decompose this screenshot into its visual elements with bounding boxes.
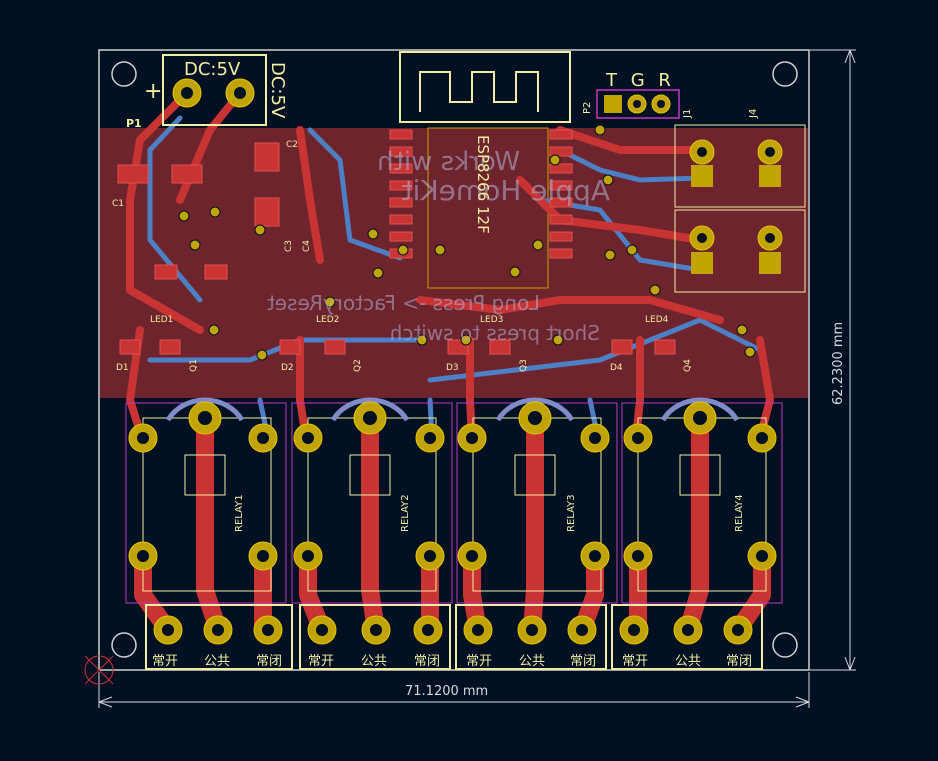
works-with-text: Works with xyxy=(377,147,520,177)
factory-reset-text: Long Press -> FactoryReset xyxy=(267,291,540,315)
t1-no: 常开 xyxy=(152,654,178,669)
t2-nc: 常闭 xyxy=(414,654,440,669)
serial-header-outline xyxy=(596,89,680,119)
t1-nc: 常闭 xyxy=(256,654,282,669)
d2-label: D2 xyxy=(281,363,294,373)
t4-no: 常开 xyxy=(622,654,648,669)
width-dimension-text: 71.1200 mm xyxy=(405,684,488,699)
relay-labels: RELAY1 RELAY2 RELAY3 RELAY4 xyxy=(234,494,745,532)
width-dimension xyxy=(98,672,810,708)
j4-outline xyxy=(674,124,806,293)
plus-sign: + xyxy=(144,79,162,104)
t4-nc: 常闭 xyxy=(726,654,752,669)
serial-ref-alt: J1 xyxy=(682,109,693,119)
t4-com: 公共 xyxy=(675,654,701,669)
relay2-label: RELAY2 xyxy=(400,494,411,532)
silkscreen-labels: DC:5V DC:5V P1 + T G R P2 J1 J4 C1 C2 C3… xyxy=(112,59,759,373)
origin-marker-icon xyxy=(84,655,114,685)
t3-no: 常开 xyxy=(466,654,492,669)
square-pads xyxy=(604,95,781,274)
height-dimension-text: 62.2300 mm xyxy=(831,322,846,405)
t3-nc: 常闭 xyxy=(570,654,596,669)
t1-com: 公共 xyxy=(204,654,230,669)
brand-text: Apple HomeKit xyxy=(402,174,610,207)
c4-label: C4 xyxy=(302,240,312,252)
smd-pads xyxy=(117,129,676,355)
led3-label: LED3 xyxy=(480,315,503,325)
mounting-holes xyxy=(111,61,798,658)
power-ref: P1 xyxy=(126,117,142,130)
j4-ref: J4 xyxy=(748,109,759,119)
board-edge xyxy=(98,49,810,671)
t2-com: 公共 xyxy=(361,654,387,669)
led1-label: LED1 xyxy=(150,315,173,325)
d4-label: D4 xyxy=(610,363,623,373)
led4-label: LED4 xyxy=(645,315,669,325)
t2-no: 常开 xyxy=(308,654,334,669)
led2-label: LED2 xyxy=(316,315,339,325)
terminal-labels: 常开 公共 常闭 常开 公共 常闭 常开 公共 常闭 常开 公共 常闭 xyxy=(152,654,752,669)
q4-label: Q4 xyxy=(683,359,693,372)
relay-footprints xyxy=(125,397,783,604)
dc-label: DC:5V xyxy=(184,59,241,80)
terminal-blocks xyxy=(145,604,763,670)
serial-ref: P2 xyxy=(582,102,593,114)
relay4-label: RELAY4 xyxy=(734,494,745,532)
relay3-label: RELAY3 xyxy=(566,494,577,532)
dc-input-outline xyxy=(162,54,267,126)
q1-label: Q1 xyxy=(189,359,199,372)
module-name: ESP8266 12F xyxy=(474,135,492,234)
pad-holes xyxy=(137,87,775,636)
c1-label: C1 xyxy=(112,199,124,209)
d1-label: D1 xyxy=(116,363,129,373)
q3-label: Q3 xyxy=(519,359,529,372)
pads xyxy=(128,78,783,645)
t3-com: 公共 xyxy=(519,654,545,669)
c2-label: C2 xyxy=(286,140,298,150)
serial-pin-labels: T G R xyxy=(605,70,675,91)
switch-note-text: Short press to switch xyxy=(390,321,600,345)
relay1-label: RELAY1 xyxy=(234,494,245,532)
c3-label: C3 xyxy=(284,240,294,252)
height-dimension xyxy=(810,49,856,671)
back-traces xyxy=(147,115,763,441)
back-silkscreen: Works with Apple HomeKit Long Press -> F… xyxy=(267,147,610,345)
q2-label: Q2 xyxy=(353,359,363,372)
d3-label: D3 xyxy=(446,363,459,373)
dc-label-vertical: DC:5V xyxy=(267,62,288,119)
vias xyxy=(178,124,756,361)
